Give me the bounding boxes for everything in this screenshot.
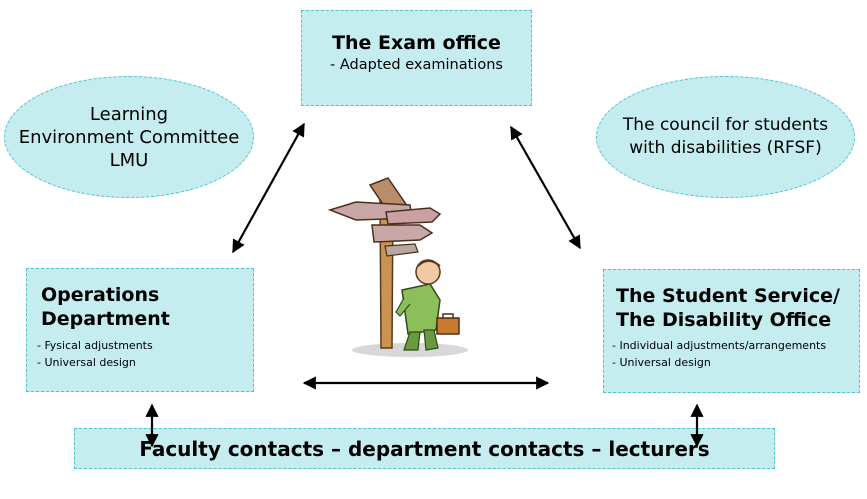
exam-office-item: - Adapted examinations [330, 57, 503, 73]
operations-department-box: Operations Department - Fysical adjustme… [26, 268, 254, 392]
lec-line-1: Learning [89, 103, 169, 125]
man-at-signpost-icon [327, 177, 468, 357]
exam-office-box: The Exam office - Adapted examinations [301, 10, 532, 106]
operations-title-line-1: Operations [41, 284, 160, 306]
learning-environment-committee-ellipse: Learning Environment Committee LMU [4, 76, 254, 198]
faculty-contacts-box: Faculty contacts – department contacts –… [74, 428, 775, 469]
student-service-item: - Individual adjustments/arrangements [612, 339, 827, 352]
arrow-exam-operations [232, 122, 305, 254]
arrow-exam-student-service [510, 125, 581, 250]
operations-title-line-2: Department [41, 308, 170, 330]
student-service-title-line-1: The Student Service/ [616, 285, 840, 307]
student-service-item: - Universal design [612, 356, 711, 369]
student-council-ellipse: The council for students with disabiliti… [596, 76, 855, 198]
faculty-label: Faculty contacts – department contacts –… [139, 436, 710, 461]
lec-line-3: LMU [109, 149, 149, 171]
student-service-title-line-2: The Disability Office [616, 309, 832, 331]
operations-item: - Universal design [37, 356, 136, 369]
exam-office-title: The Exam office [332, 32, 501, 54]
student-service-box: The Student Service/ The Disability Offi… [603, 269, 860, 393]
lec-line-2: Environment Committee [18, 126, 240, 148]
rfsf-line-2: with disabilities (RFSF) [629, 138, 822, 158]
operations-item: - Fysical adjustments [37, 339, 153, 352]
rfsf-line-1: The council for students [622, 115, 829, 135]
